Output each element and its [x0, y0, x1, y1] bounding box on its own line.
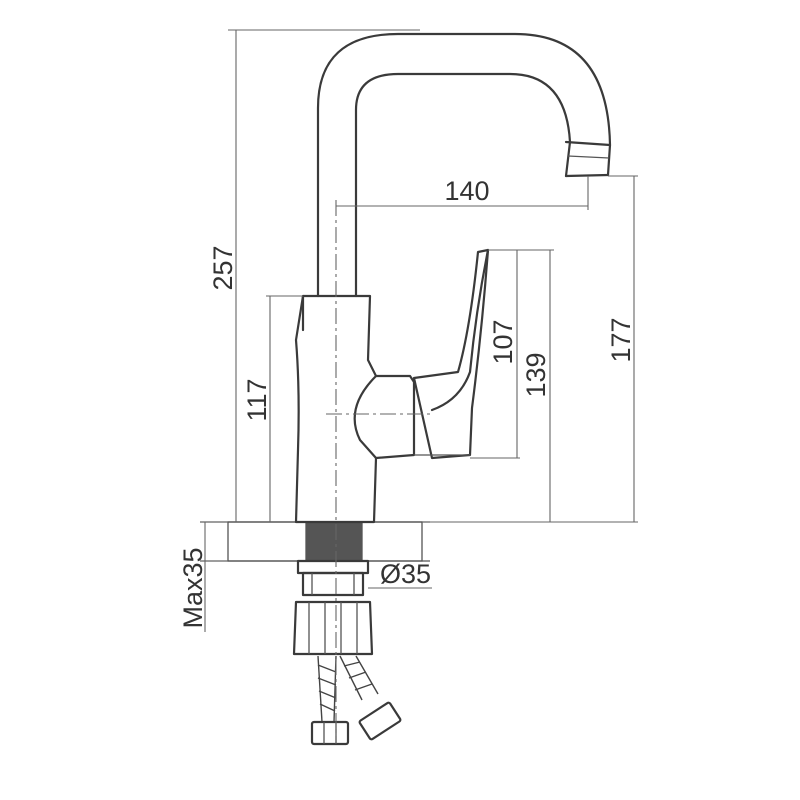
dim-label-max35: Max35 — [178, 547, 208, 628]
dim-label-257: 257 — [208, 245, 238, 290]
dim-label-117: 117 — [242, 378, 272, 421]
dim-lever-height: 107 — [470, 249, 520, 459]
dim-lever-top-height: 139 — [422, 249, 554, 523]
dim-label-139: 139 — [521, 352, 551, 397]
faucet-lever — [412, 248, 490, 460]
dim-label-177: 177 — [606, 317, 636, 362]
dim-label-140: 140 — [444, 176, 489, 206]
dim-body-height: 117 — [242, 295, 303, 522]
dim-spout-reach: 140 — [336, 176, 589, 210]
faucet-spout — [316, 32, 612, 298]
faucet-body — [294, 294, 416, 524]
dim-label-107: 107 — [488, 319, 518, 364]
center-lines — [326, 200, 430, 740]
dim-label-diameter: Ø35 — [380, 559, 431, 589]
countertop-section — [200, 521, 430, 562]
dim-max-thickness: Max35 — [178, 521, 228, 632]
mounting-hole-core — [306, 522, 362, 561]
supply-hoses — [310, 655, 402, 746]
dim-hole-diameter: Ø35 — [368, 559, 432, 589]
dim-spout-height: 177 — [554, 175, 638, 523]
dim-height-total: 257 — [208, 29, 420, 522]
mounting-hardware — [292, 559, 374, 656]
